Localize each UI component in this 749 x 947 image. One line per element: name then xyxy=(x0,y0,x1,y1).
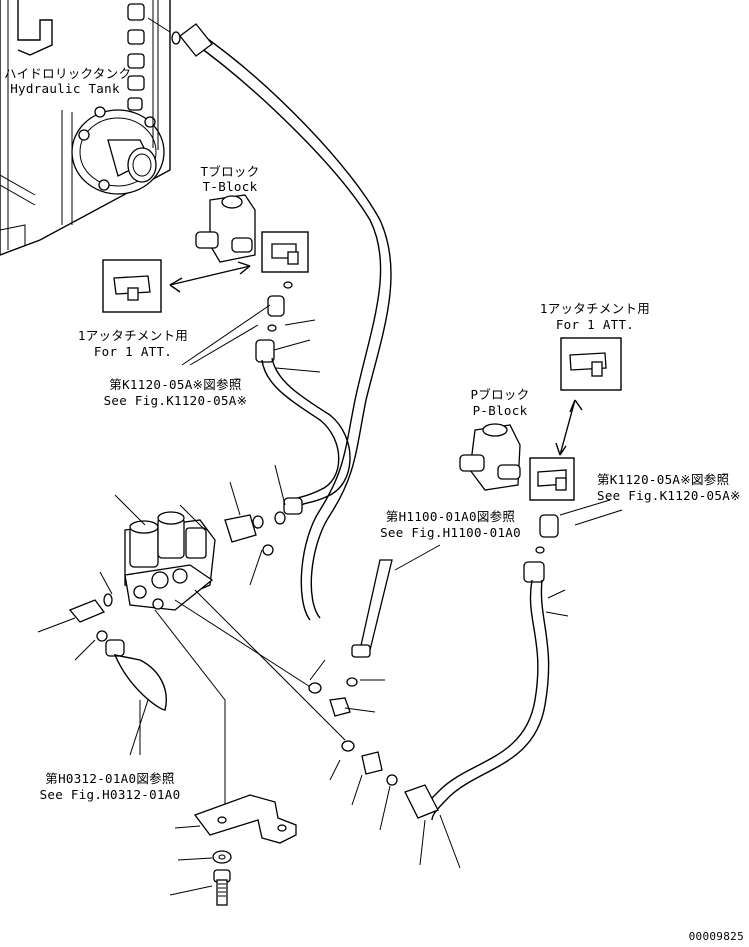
for-1-att-left-label-en: For 1 ATT. xyxy=(93,344,173,359)
bracket-part xyxy=(174,794,297,844)
ref-h1100-label-jp: 第H1100-01A0図参照 xyxy=(385,509,516,524)
ref-k1120-left-label-en: See Fig.K1120-05A※ xyxy=(103,393,248,408)
pipe-h1100 xyxy=(351,544,441,658)
t-block-inset-box xyxy=(261,231,309,273)
t-block-part xyxy=(195,194,256,263)
t-block-fittings xyxy=(181,281,316,366)
ref-k1120-right-label-jp: 第K1120-05A※図参照 xyxy=(597,472,730,487)
p-block-label-jp: Pブロック xyxy=(470,387,530,402)
bolt-part xyxy=(169,869,231,906)
p-block-arrow xyxy=(555,399,583,456)
p-block-label-en: P-Block xyxy=(472,403,528,418)
return-hose xyxy=(147,17,392,621)
ref-k1120-right-label-en: See Fig.K1120-05A※ xyxy=(597,488,741,503)
leader-k1120-left xyxy=(189,324,259,366)
left-att-inset-box xyxy=(102,259,162,313)
center-fittings xyxy=(308,659,398,831)
for-1-att-left-label-jp: 1アッタチメント用 xyxy=(77,328,189,343)
leader-h0312 xyxy=(129,699,149,756)
hydraulic-tank-label-en: Hydraulic Tank xyxy=(10,81,120,96)
ref-h1100-label-en: See Fig.H1100-01A0 xyxy=(380,525,521,540)
drawing-number: 00009825 xyxy=(688,930,744,943)
right-att-inset-box xyxy=(560,337,622,391)
t-block-label-en: T-Block xyxy=(202,179,258,194)
hydraulic-tank xyxy=(0,0,171,256)
leader-line-adapter xyxy=(194,589,346,741)
ref-k1120-left-label-jp: 第K1120-05A※図参照 xyxy=(109,377,242,392)
t-block-label-jp: Tブロック xyxy=(200,164,260,179)
leader-line-oring xyxy=(174,599,316,691)
valve-fittings xyxy=(37,464,286,661)
suction-hose xyxy=(105,639,167,755)
ref-h0312-label-en: See Fig.H0312-01A0 xyxy=(39,787,181,802)
leader-k1120-right xyxy=(574,509,623,526)
for-1-att-right-label-jp: 1アッタチメント用 xyxy=(539,301,651,316)
ref-h0312-label-jp: 第H0312-01A0図参照 xyxy=(45,771,175,786)
leader-line-bracket xyxy=(154,609,226,830)
right-hose xyxy=(404,499,611,869)
p-block-part xyxy=(459,423,521,491)
hydraulic-tank-label-jp: ハイドロリックタンク xyxy=(4,66,132,81)
p-block-inset-box xyxy=(529,457,575,501)
for-1-att-right-label-en: For 1 ATT. xyxy=(555,317,635,332)
solenoid-valve xyxy=(114,494,216,611)
t-block-arrow xyxy=(169,261,251,293)
t-block-hose xyxy=(255,339,351,515)
washer-part xyxy=(177,850,232,864)
